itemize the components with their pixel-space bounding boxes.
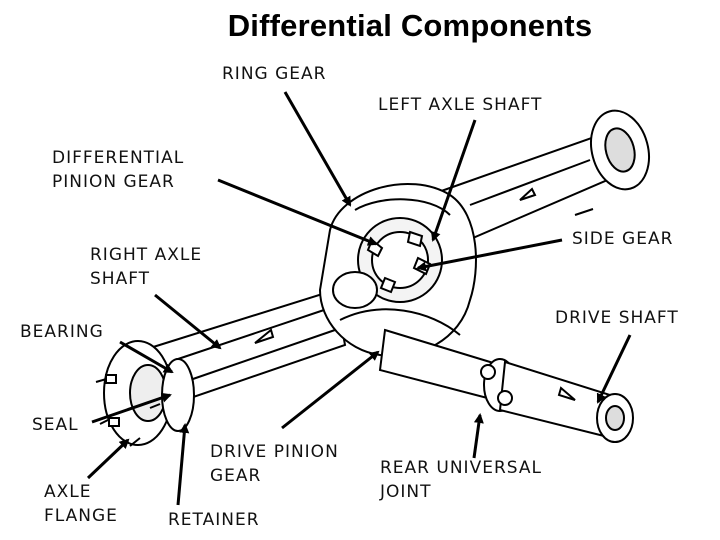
leader-lines	[86, 91, 632, 506]
differential-housing	[318, 182, 477, 357]
leader-right-axle-shaft	[154, 293, 222, 350]
leader-side-gear	[416, 238, 563, 272]
leader-differential-pinion-gear	[217, 178, 378, 246]
label-rear-universal-joint: REAR UNIVERSAL JOINT	[380, 458, 542, 502]
label-differential-pinion-gear: DIFFERENTIAL PINION GEAR	[52, 148, 185, 192]
label-right-axle-shaft: RIGHT AXLE SHAFT	[90, 245, 203, 289]
leader-bearing	[119, 340, 174, 374]
leader-drive-pinion-gear	[281, 350, 380, 430]
leader-rear-universal-joint	[472, 413, 484, 459]
page-title: Differential Components	[227, 8, 593, 43]
left-axle-tube	[428, 109, 650, 252]
label-bearing: BEARING	[20, 322, 104, 342]
drive-shaft	[378, 328, 634, 443]
near-axle-flange	[95, 340, 195, 447]
label-retainer: RETAINER	[168, 510, 260, 530]
label-drive-pinion-gear: DRIVE PINION GEAR	[210, 442, 339, 486]
label-drive-shaft: DRIVE SHAFT	[555, 308, 679, 328]
leader-axle-flange	[86, 438, 130, 480]
label-axle-flange: AXLE FLANGE	[44, 482, 118, 526]
label-ring-gear: RING GEAR	[222, 64, 327, 84]
label-side-gear: SIDE GEAR	[572, 229, 674, 249]
leader-left-axle-shaft	[430, 119, 477, 242]
label-left-axle-shaft: LEFT AXLE SHAFT	[378, 95, 543, 115]
label-seal: SEAL	[32, 415, 79, 435]
leader-retainer	[176, 423, 190, 506]
leader-seal	[91, 392, 172, 424]
leader-drive-shaft	[596, 334, 632, 404]
leader-ring-gear	[283, 91, 352, 207]
